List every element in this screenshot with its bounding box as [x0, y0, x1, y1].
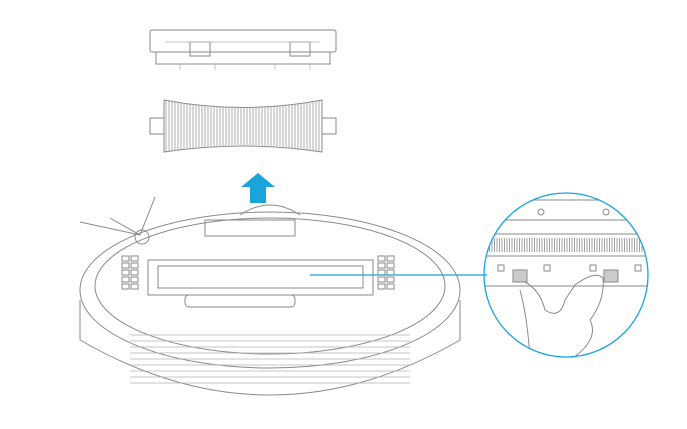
brush-cover	[149, 29, 337, 70]
main-brush-roll	[149, 99, 337, 153]
arrow-up-icon	[241, 173, 275, 203]
robot-vacuum-bottom	[79, 196, 461, 396]
detail-zoom-circle	[483, 192, 649, 358]
